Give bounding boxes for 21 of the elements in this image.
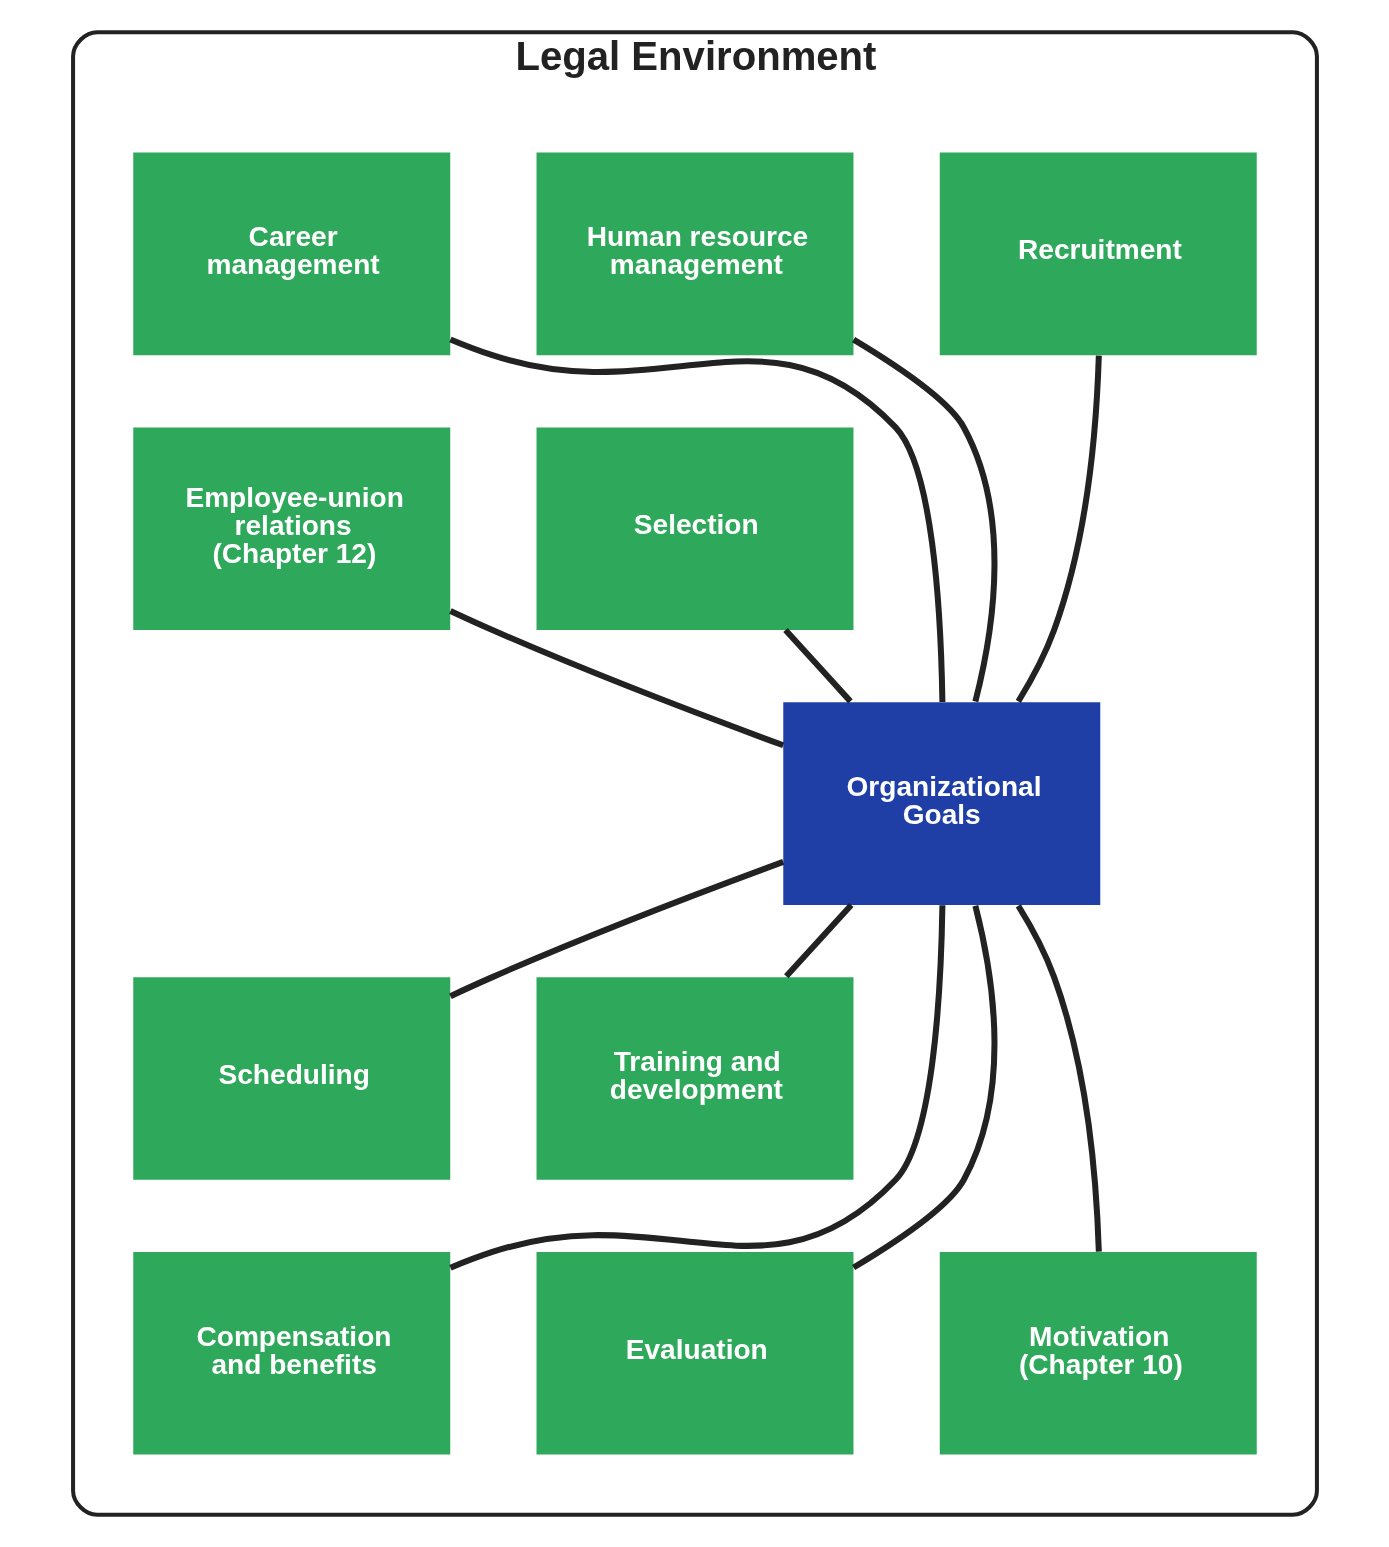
node-box: Human resource management xyxy=(536,152,853,356)
connector xyxy=(851,905,997,1271)
node-box: Career management xyxy=(132,152,450,356)
node-box: Compensation and benefits xyxy=(132,1252,450,1455)
connector xyxy=(1015,904,1102,1252)
node-box: Training and development xyxy=(536,977,853,1180)
connector xyxy=(448,608,784,749)
node-box: Evaluation xyxy=(536,1252,853,1455)
connector xyxy=(783,902,853,979)
node-box: Scheduling xyxy=(132,977,450,1180)
node-box: Organizational Goals xyxy=(782,702,1100,905)
connector xyxy=(1015,355,1102,703)
connector xyxy=(448,905,945,1271)
node-box: Employee-union relations (Chapter 12) xyxy=(132,427,450,631)
connector xyxy=(448,859,784,999)
node-box: Motivation (Chapter 10) xyxy=(939,1252,1257,1455)
node-box: Selection xyxy=(536,427,853,631)
node-box: Recruitment xyxy=(939,152,1257,356)
connector xyxy=(851,337,997,703)
connector xyxy=(782,628,853,704)
connector xyxy=(448,336,945,703)
